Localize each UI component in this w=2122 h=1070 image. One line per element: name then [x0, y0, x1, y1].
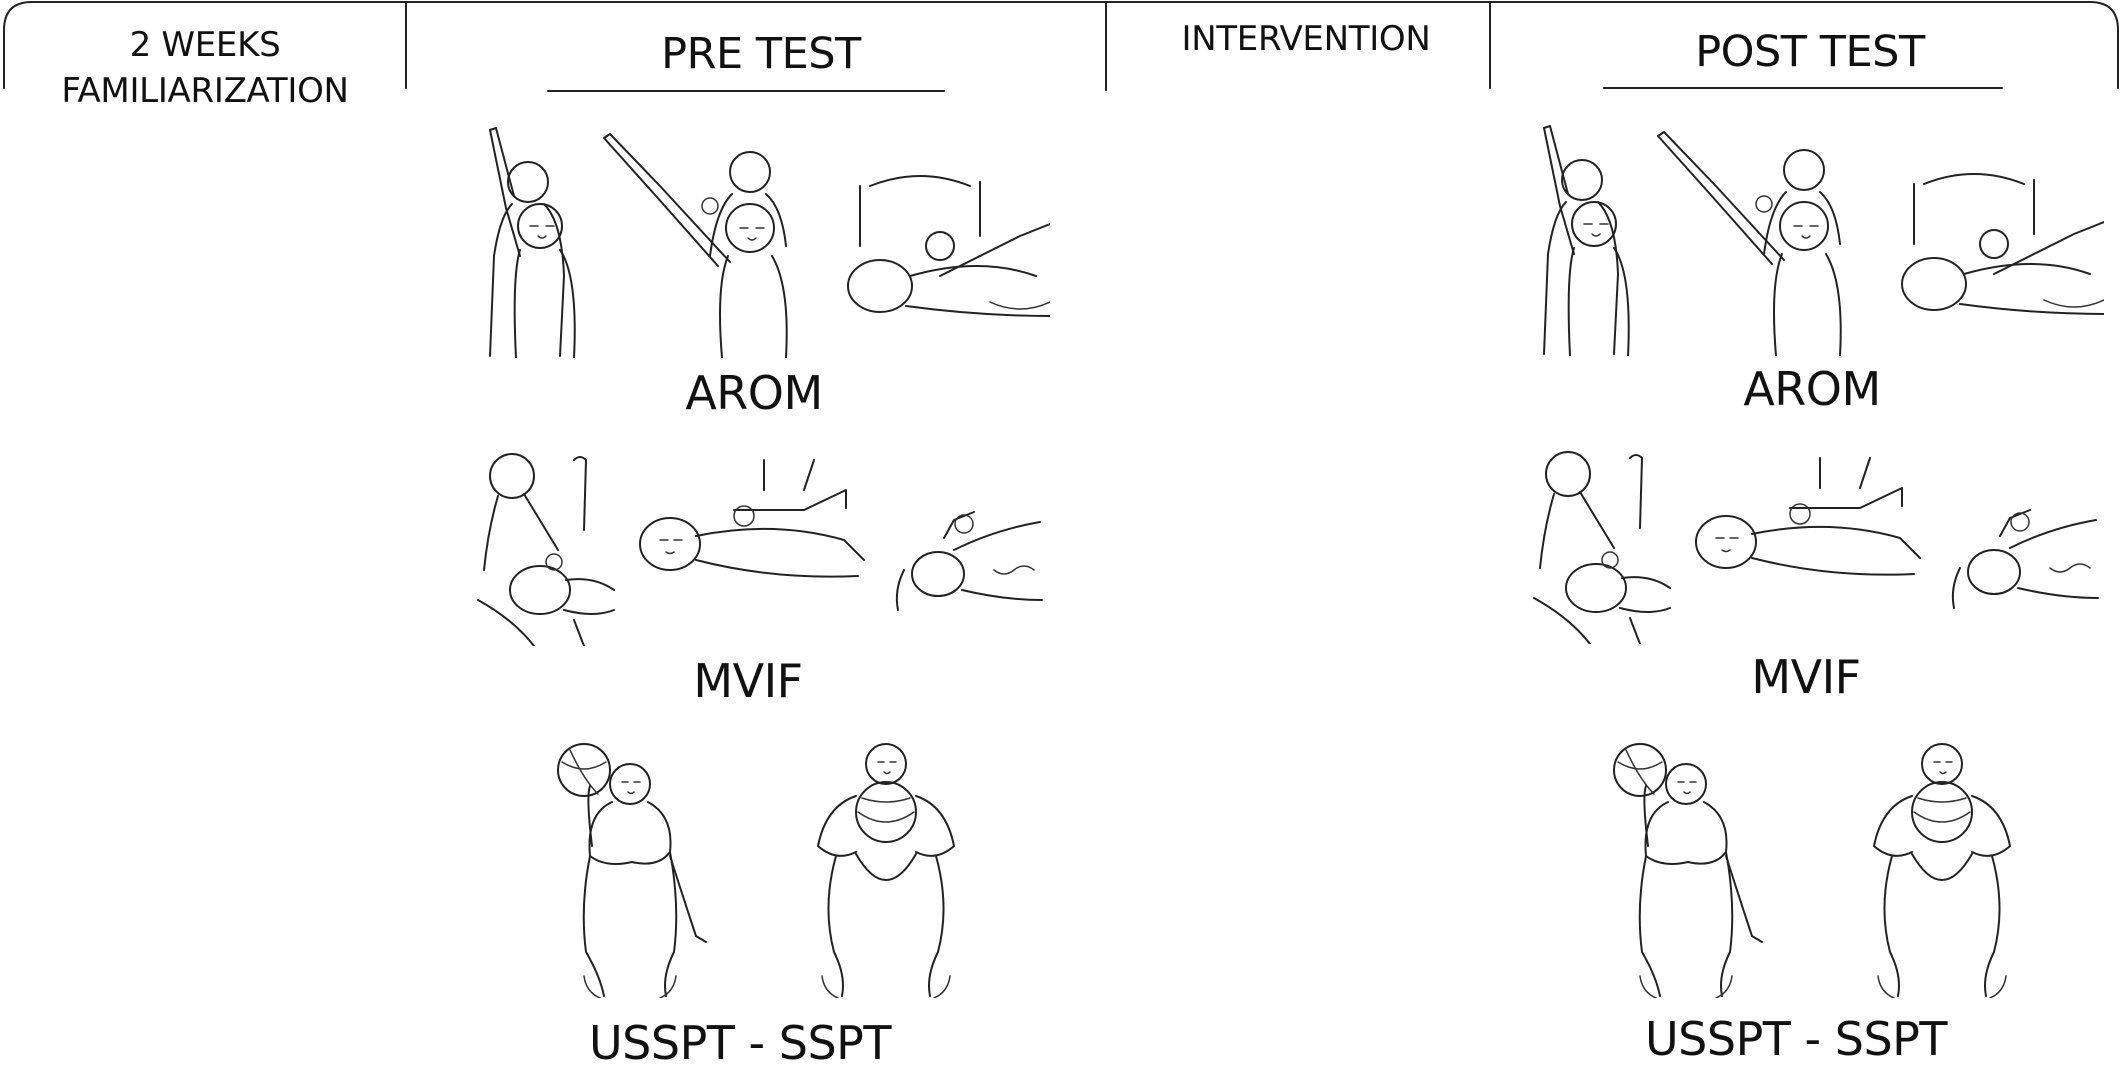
phase-post-test: POST TEST: [1695, 27, 1925, 77]
arom-standing-figure-2: [1657, 131, 1842, 356]
arom-standing-figure-1: [489, 127, 576, 358]
arom-lying-figure: [1901, 173, 2104, 315]
post-arom-illustration: [1514, 124, 2104, 356]
mvif-sidelying-figure: [895, 511, 1043, 611]
mvif-supine-figure-1: [1533, 451, 1671, 644]
ssp-seated-figure-bilateral: [817, 743, 955, 998]
post-ssp-illustration: [1612, 736, 2032, 998]
pre-ssp-illustration: [556, 736, 976, 998]
post-ssp-label: USSPT - SSPT: [1645, 1012, 1947, 1066]
arom-standing-figure-1: [1543, 125, 1630, 356]
pre-arom-illustration: [460, 126, 1050, 358]
mvif-supine-figure-1: [477, 453, 615, 646]
arom-standing-figure-2: [603, 133, 788, 358]
phase-intervention: INTERVENTION: [1181, 19, 1431, 59]
post-arom-label: AROM: [1743, 362, 1881, 416]
mvif-supine-figure-2: [639, 459, 865, 578]
post-mvif-illustration: [1530, 448, 2100, 644]
post-mvif-label: MVIF: [1751, 650, 1861, 704]
mvif-sidelying-figure: [1951, 509, 2099, 609]
ssp-seated-figure-unilateral: [1613, 743, 1763, 998]
pre-mvif-label: MVIF: [693, 654, 803, 708]
pre-mvif-illustration: [474, 450, 1044, 646]
ssp-seated-figure-bilateral: [1873, 743, 2011, 998]
pre-arom-label: AROM: [685, 366, 823, 420]
phase-pre-test: PRE TEST: [661, 29, 861, 79]
phase-familiarization: 2 WEEKS FAMILIARIZATION: [61, 25, 349, 111]
mvif-supine-figure-2: [1695, 457, 1921, 576]
pre-ssp-label: USSPT - SSPT: [589, 1016, 891, 1070]
ssp-seated-figure-unilateral: [557, 743, 707, 998]
arom-lying-figure: [847, 175, 1050, 317]
top-border: [3, 1, 2119, 89]
